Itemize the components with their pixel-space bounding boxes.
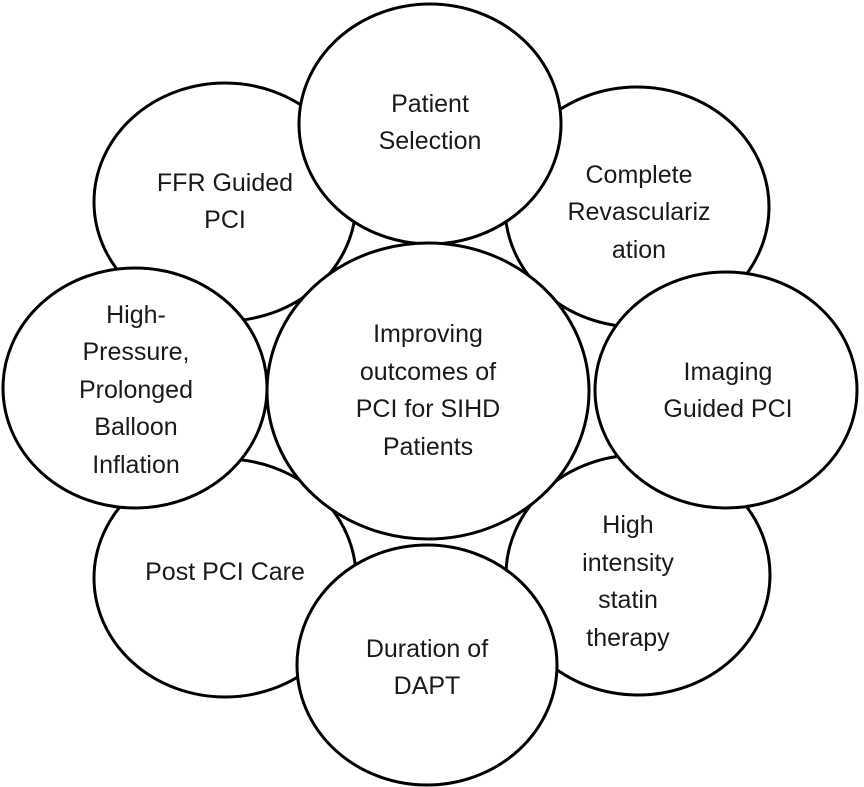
center-circle (265, 241, 591, 541)
duration-of-dapt-circle (295, 543, 559, 787)
high-pressure-balloon-circle (1, 266, 269, 510)
patient-selection-circle (297, 2, 563, 246)
imaging-guided-pci-circle (593, 270, 859, 510)
